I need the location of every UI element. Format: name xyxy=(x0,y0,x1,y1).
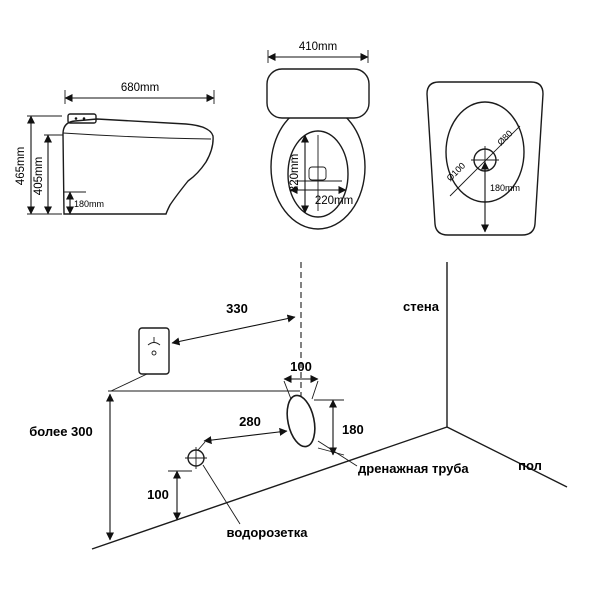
dim-label-330: 330 xyxy=(226,301,248,316)
dim-label-320: 320mm xyxy=(289,154,301,192)
dim-line-330 xyxy=(171,314,296,346)
side-view: 680mm 465mm 405mm 180mm xyxy=(15,82,215,215)
water-panel xyxy=(138,327,170,375)
faucet-icon xyxy=(147,337,161,356)
water-outlet-label: водорозетка xyxy=(227,525,309,540)
installation-diagram: стена пол 330 100 280 180 xyxy=(29,262,568,550)
control-panel xyxy=(67,113,97,124)
dim-label-100-drain: 100 xyxy=(290,359,312,374)
toilet-rear-body xyxy=(426,81,544,236)
drain-opening xyxy=(308,166,327,181)
floor-edge-left xyxy=(91,426,448,550)
toilet-tank-top xyxy=(266,68,370,119)
panel-button-icon xyxy=(82,117,86,120)
diameter-callout-line xyxy=(449,125,521,197)
drain-pipe-oval xyxy=(286,394,316,448)
dim-label-100-water: 100 xyxy=(147,487,169,502)
dim-line-280 xyxy=(203,427,288,445)
dim-label-220: 220mm xyxy=(315,195,353,207)
panel-leader-line xyxy=(110,373,148,392)
toilet-side-profile xyxy=(62,118,214,215)
drain-leader-line xyxy=(317,440,358,467)
top-view: 410mm 320mm 220mm xyxy=(266,41,370,230)
dim-label-405: 405mm xyxy=(33,157,45,195)
dim-label-180-side: 180mm xyxy=(74,199,104,209)
water-leader-line xyxy=(202,464,241,525)
ext-line xyxy=(197,441,206,451)
floor-label: пол xyxy=(518,458,542,473)
dim-label-280: 280 xyxy=(239,414,261,429)
toilet-seat-seam xyxy=(62,132,212,140)
dim-label-180-rear: 180mm xyxy=(490,183,520,193)
dim-label-d80: Ø80 xyxy=(495,128,514,147)
ext-line xyxy=(283,380,292,400)
drain-pipe-label: дренажная труба xyxy=(358,461,469,476)
dim-label-d100: Ø100 xyxy=(445,161,468,184)
dim-label-680: 680mm xyxy=(121,82,159,94)
ext-line xyxy=(311,380,319,400)
wall-label: стена xyxy=(403,299,440,314)
toilet-bowl-inner xyxy=(287,130,349,218)
dim-label-180: 180 xyxy=(342,422,364,437)
panel-button-icon xyxy=(74,117,78,120)
floor-edge-right xyxy=(446,426,568,488)
dim-label-min300: более 300 xyxy=(29,424,93,439)
dim-label-465: 465mm xyxy=(15,147,27,185)
rear-view: Ø100 Ø80 180mm xyxy=(426,81,544,236)
dim-label-410: 410mm xyxy=(299,41,337,53)
